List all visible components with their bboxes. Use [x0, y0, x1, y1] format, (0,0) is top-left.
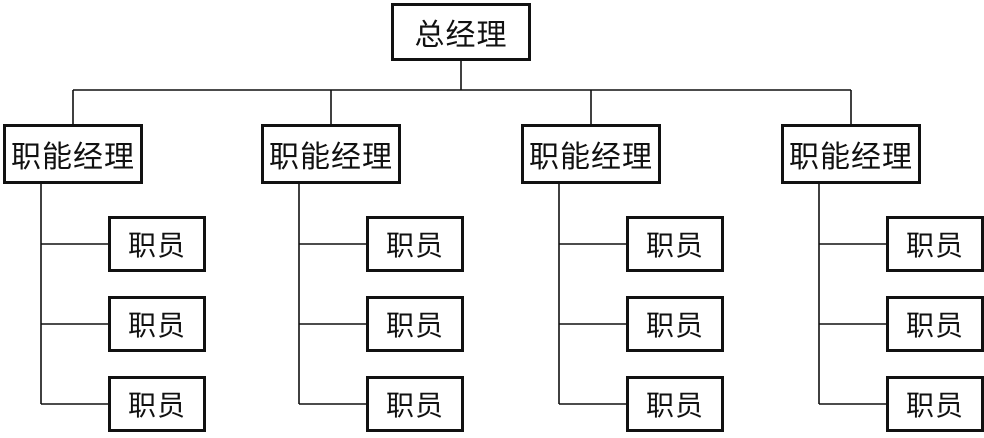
manager-node-4: 职能经理	[781, 124, 921, 184]
staff-node-1-1: 职员	[108, 216, 206, 272]
staff-node-4-3: 职员	[886, 376, 984, 432]
staff-node-2-1: 职员	[366, 216, 464, 272]
top-node: 总经理	[391, 3, 531, 61]
staff-node-1-2: 职员	[108, 296, 206, 352]
staff-node-4-1: 职员	[886, 216, 984, 272]
manager-node-3: 职能经理	[521, 124, 661, 184]
staff-node-3-3: 职员	[626, 376, 724, 432]
manager-node-2: 职能经理	[261, 124, 401, 184]
staff-node-2-2: 职员	[366, 296, 464, 352]
staff-node-3-2: 职员	[626, 296, 724, 352]
staff-node-4-2: 职员	[886, 296, 984, 352]
manager-node-1: 职能经理	[3, 124, 143, 184]
staff-node-2-3: 职员	[366, 376, 464, 432]
staff-node-3-1: 职员	[626, 216, 724, 272]
staff-node-1-3: 职员	[108, 376, 206, 432]
